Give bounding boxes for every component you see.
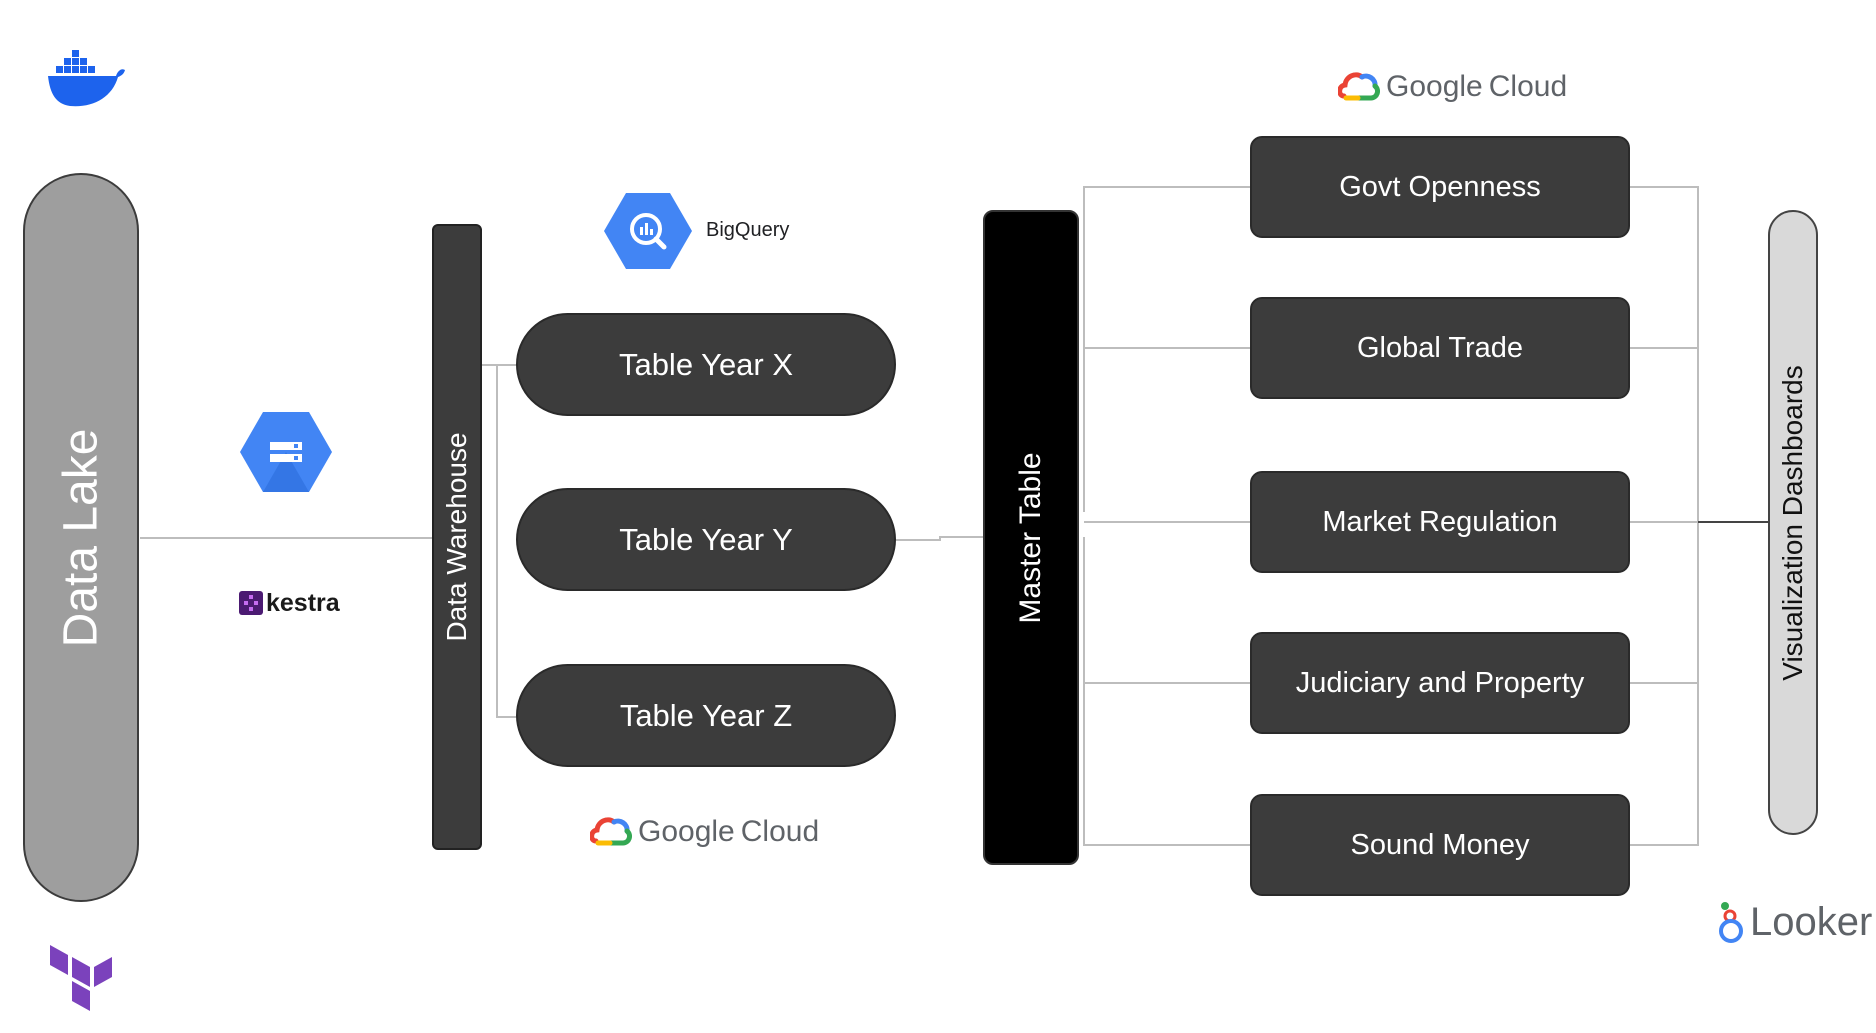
visualization-dashboards-label: Visualization Dashboards bbox=[1777, 364, 1808, 681]
table-year-y-label: Table Year Y bbox=[619, 521, 793, 557]
table-year-z[interactable]: Table Year Z bbox=[516, 664, 896, 767]
table-year-z-label: Table Year Z bbox=[619, 697, 793, 733]
category-govt-openness[interactable]: Govt Openness bbox=[1250, 136, 1630, 238]
category-market-regulation[interactable]: Market Regulation bbox=[1250, 471, 1630, 573]
cloud-storage-icon bbox=[240, 412, 332, 492]
looker-icon bbox=[1719, 902, 1743, 943]
kestra-icon bbox=[239, 591, 263, 615]
google-cloud-text-google: Google bbox=[638, 815, 735, 848]
docker-icon bbox=[46, 48, 126, 110]
top-cloud-text-cloud: Cloud bbox=[1488, 70, 1568, 103]
google-cloud-logo-top: Google Cloud bbox=[1338, 65, 1567, 109]
google-cloud-icon bbox=[590, 817, 632, 846]
kestra-logo: kestra bbox=[239, 588, 340, 618]
table-year-y[interactable]: Table Year Y bbox=[516, 488, 896, 591]
kestra-label: kestra bbox=[266, 588, 340, 617]
visualization-dashboards-node[interactable]: Visualization Dashboards bbox=[1768, 210, 1818, 835]
looker-logo: Looker bbox=[1716, 898, 1872, 946]
category-label: Govt Openness bbox=[1339, 170, 1541, 203]
terraform-icon bbox=[50, 945, 114, 1013]
category-label: Market Regulation bbox=[1322, 505, 1558, 538]
master-table-label: Master Table bbox=[1014, 451, 1047, 624]
google-cloud-icon bbox=[1338, 72, 1380, 101]
category-sound-money[interactable]: Sound Money bbox=[1250, 794, 1630, 896]
bigquery-icon bbox=[604, 193, 692, 269]
top-cloud-text-google: Google bbox=[1386, 70, 1483, 103]
data-lake-node[interactable]: Data Lake bbox=[23, 173, 139, 902]
looker-label: Looker bbox=[1750, 899, 1873, 944]
category-label: Sound Money bbox=[1350, 828, 1530, 861]
google-cloud-logo-warehouse: Google Cloud bbox=[590, 810, 819, 854]
data-warehouse-node[interactable]: Data Warehouse bbox=[432, 224, 482, 850]
category-label: Global Trade bbox=[1356, 331, 1524, 364]
table-year-x[interactable]: Table Year X bbox=[516, 313, 896, 416]
category-global-trade[interactable]: Global Trade bbox=[1250, 297, 1630, 399]
data-lake-label: Data Lake bbox=[54, 428, 108, 647]
master-table-node[interactable]: Master Table bbox=[983, 210, 1079, 865]
category-label: Judiciary and Property bbox=[1295, 666, 1585, 699]
table-year-x-label: Table Year X bbox=[618, 346, 794, 382]
data-warehouse-label: Data Warehouse bbox=[441, 432, 472, 642]
category-judiciary-and-property[interactable]: Judiciary and Property bbox=[1250, 632, 1630, 734]
bigquery-label: BigQuery bbox=[706, 219, 790, 241]
google-cloud-text-cloud: Cloud bbox=[740, 815, 820, 848]
